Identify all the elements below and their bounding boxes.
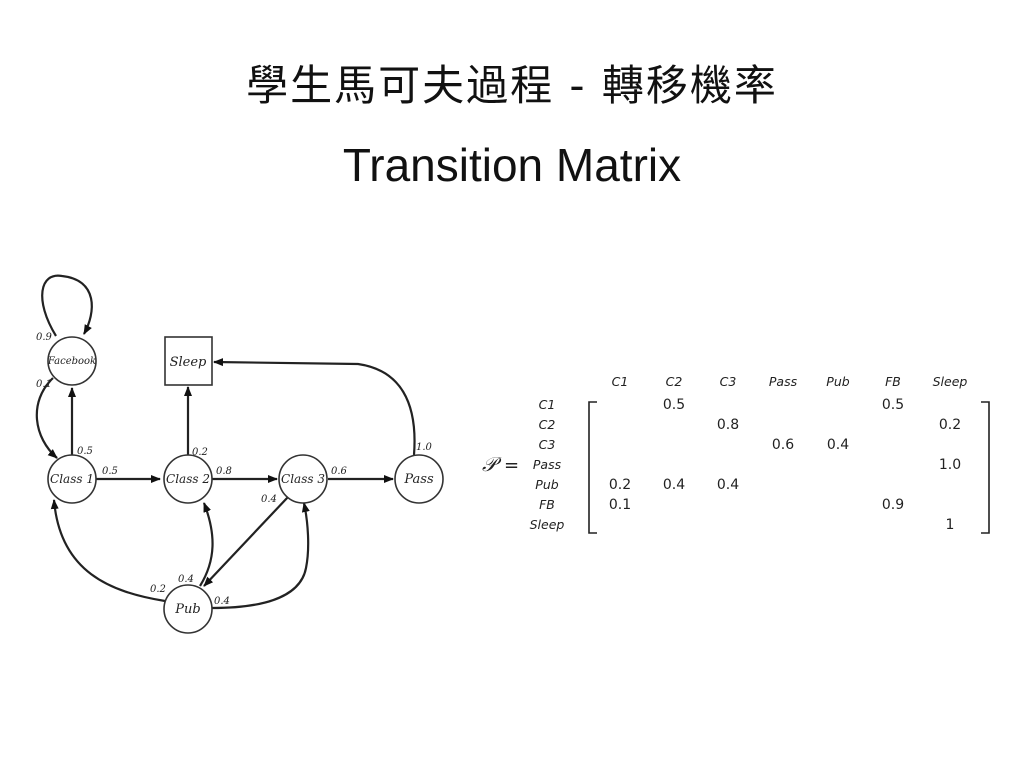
matrix-col-header: C1 [612,374,629,389]
matrix-cells: 0.5 0.5 0.8 0.2 0.6 0.4 1.0 0.2 0.4 0.4 0.1 0.9 1 [609,397,961,533]
matrix-col-header: Pub [826,374,849,389]
edge-label-facebook-self: 0.9 [36,332,53,343]
edge-facebook-self [41,274,93,337]
graph-edges [35,274,416,610]
matrix-cell: 0.2 [609,477,631,493]
matrix-cell: 0.5 [882,397,904,413]
matrix-column-headers: C1 C2 C3 Pass Pub FB Sleep [612,374,968,389]
node-class1-label: Class 1 [50,472,94,486]
edge-label-class3-pass: 0.6 [331,466,348,477]
node-class3 [278,454,328,504]
edge-class3-pub [203,496,289,587]
matrix-row-header: C3 [539,437,556,452]
matrix-col-header: Pass [769,374,798,389]
node-pass-label: Pass [403,472,434,487]
matrix-cell: 0.9 [882,497,904,513]
edge-label-pass-sleep: 1.0 [416,442,433,453]
matrix-row-header: C1 [539,397,556,412]
edge-label-class2-sleep: 0.2 [192,447,208,458]
edge-pass-sleep [213,358,416,456]
matrix-cell: 0.4 [827,437,849,453]
matrix-cell: 1 [946,517,955,533]
matrix-cell: 0.4 [717,477,739,493]
edge-label-pub-class2: 0.4 [178,574,194,585]
matrix-cell: 1.0 [939,457,961,473]
matrix-col-header: C3 [720,374,737,389]
node-pass [394,454,444,504]
matrix-left-bracket [588,401,597,534]
node-sleep-label: Sleep [170,355,207,370]
node-sleep [164,336,213,386]
edge-facebook-class1 [35,377,58,459]
matrix-row-header: Pub [535,477,558,492]
matrix-cell: 0.8 [717,417,739,433]
matrix-row-header: FB [539,497,555,512]
edge-pub-class3 [211,502,310,610]
edge-labels: 0.9 0.1 0.5 0.5 0.2 0.8 0.6 0.4 1.0 0.2 … [36,332,433,607]
node-class2 [163,454,213,504]
matrix-symbol: 𝒫 [482,452,502,476]
edge-pub-class2 [199,502,214,587]
matrix-row-header: C2 [539,417,556,432]
node-pub-label: Pub [174,602,200,617]
matrix-row-header: Sleep [530,517,565,532]
matrix-cell: 0.4 [663,477,685,493]
slide-title-chinese: 學生馬可夫過程 - 轉移機率 [246,61,778,110]
edge-label-class3-pub: 0.4 [261,494,277,505]
graph-nodes: Facebook Sleep Class 1 Class 2 Class 3 P… [47,336,444,634]
edge-label-pub-class1: 0.2 [150,584,166,595]
node-facebook-label: Facebook [47,356,96,367]
matrix-right-bracket [981,401,990,534]
matrix-cell: 0.6 [772,437,794,453]
matrix-col-header: C2 [666,374,683,389]
node-class3-label: Class 3 [281,472,325,486]
slide-title-english: Transition Matrix [342,139,682,191]
edge-label-class2-class3: 0.8 [216,466,232,477]
edge-label-class1-class2: 0.5 [102,466,118,477]
matrix-cell: 0.5 [663,397,685,413]
matrix-cell: 0.2 [939,417,961,433]
matrix-row-header: Pass [533,457,562,472]
edge-label-facebook-class1: 0.1 [36,379,52,390]
node-facebook [47,336,97,386]
edge-pub-class1 [50,499,166,603]
node-pub [163,584,213,634]
node-class2-label: Class 2 [166,472,210,486]
node-class1 [47,454,97,504]
matrix-col-header: FB [885,374,901,389]
matrix-equals: = [504,455,519,476]
matrix-col-header: Sleep [933,374,968,389]
edge-label-class1-facebook: 0.5 [77,446,93,457]
matrix-cell: 0.1 [609,497,631,513]
edge-label-pub-class3: 0.4 [214,596,230,607]
